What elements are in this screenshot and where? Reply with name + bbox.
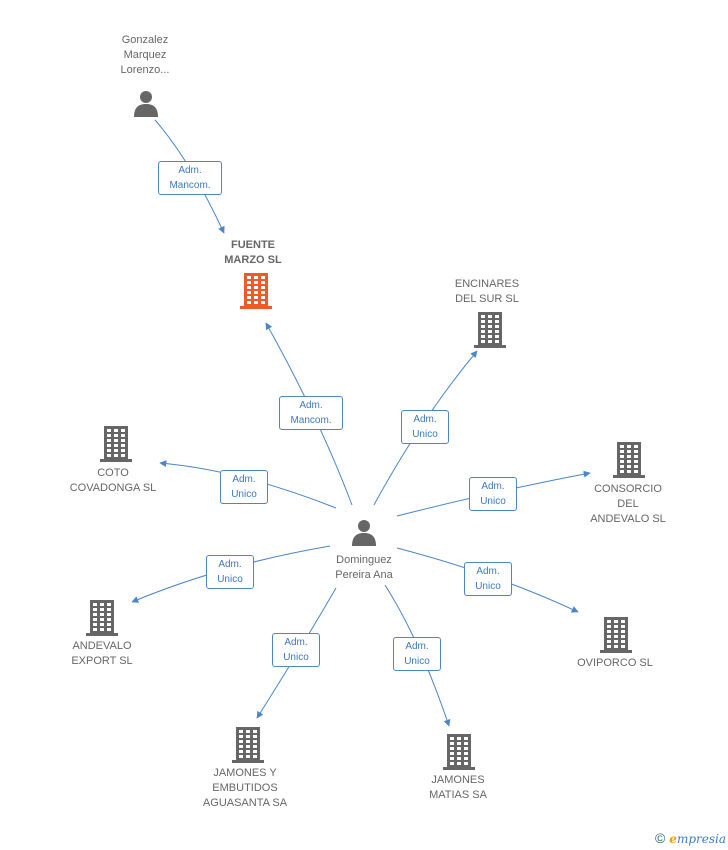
edge-label-adm-unico: Adm. Unico [206, 555, 254, 589]
edge-label-adm-unico: Adm. Unico [272, 633, 320, 667]
node-jamones-y-embutidos-aguasanta-sa[interactable]: JAMONES Y EMBUTIDOS AGUASANTA SA [202, 767, 288, 809]
edge-label-adm-unico: Adm. Unico [469, 477, 517, 511]
building-icon [474, 312, 506, 348]
building-icon [600, 617, 632, 653]
building-icon [232, 727, 264, 763]
node-jamones-matias-sa[interactable]: JAMONES MATIAS SA [429, 774, 487, 801]
brand-logo: empresia [669, 832, 726, 846]
edge-label-adm-mancom: Adm. Mancom. [158, 161, 222, 195]
node-coto-covadonga-sl[interactable]: COTO COVADONGA SL [69, 467, 157, 494]
edge-label-adm-unico: Adm. Unico [401, 410, 449, 444]
building-icon [240, 273, 272, 309]
node-gonzalez-marquez-lorenzo[interactable]: Gonzalez Marquez Lorenzo... [120, 34, 170, 76]
copyright-symbol: © [654, 830, 666, 846]
node-consorcio-del-andevalo-sl[interactable]: CONSORCIO DEL ANDEVALO SL [590, 483, 666, 525]
person-icon [134, 91, 158, 117]
edge-label-adm-mancom: Adm. Mancom. [279, 396, 343, 430]
building-icon [86, 600, 118, 636]
node-fuente-marzo-sl[interactable]: FUENTE MARZO SL [224, 239, 282, 266]
building-icon [443, 734, 475, 770]
edge-label-adm-unico: Adm. Unico [220, 470, 268, 504]
building-icon [613, 442, 645, 478]
node-encinares-del-sur-sl[interactable]: ENCINARES DEL SUR SL [454, 278, 520, 305]
node-andevalo-export-sl[interactable]: ANDEVALO EXPORT SL [71, 640, 133, 667]
empresia-watermark: ©empresia [655, 830, 726, 846]
edge-label-adm-unico: Adm. Unico [464, 562, 512, 596]
node-oviporco-sl[interactable]: OVIPORCO SL [577, 657, 653, 669]
building-icon [100, 426, 132, 462]
person-icon [352, 520, 376, 546]
edge-label-adm-unico: Adm. Unico [393, 637, 441, 671]
node-dominguez-pereira-ana[interactable]: Dominguez Pereira Ana [335, 554, 393, 581]
